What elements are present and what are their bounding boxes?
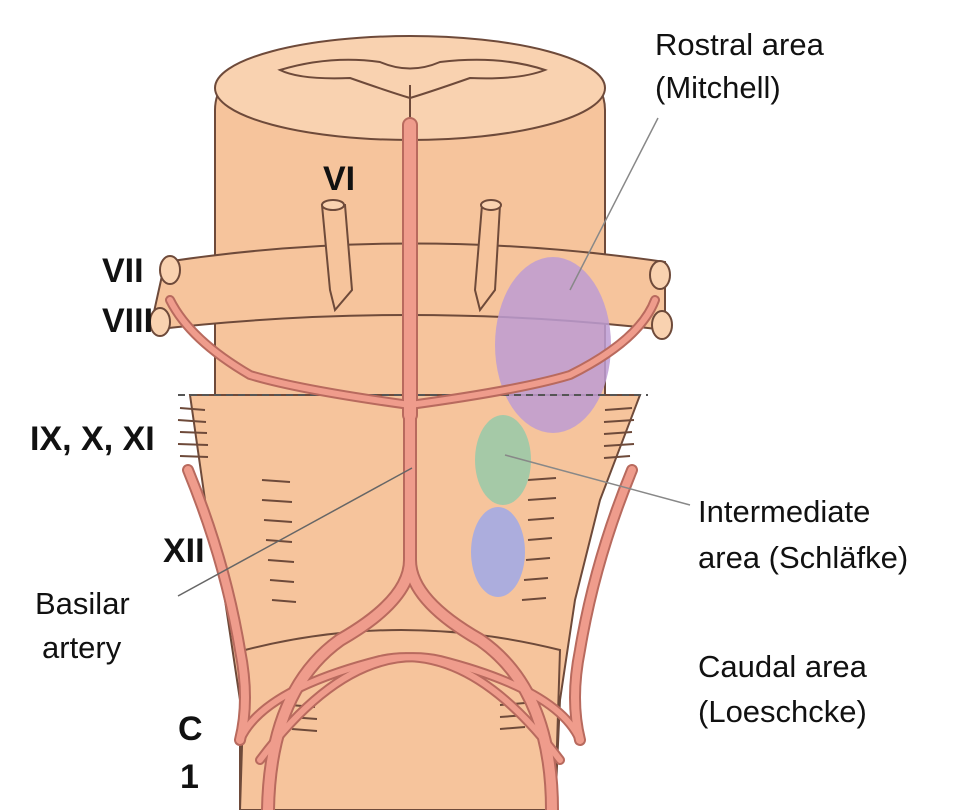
nerve-vii-left-cut <box>159 255 181 285</box>
rostral-area-label-line1: Rostral area <box>655 27 825 62</box>
basilar-artery-label-line1: Basilar <box>35 586 130 621</box>
c1-label-line1: C <box>178 710 203 748</box>
intermediate-area-patch <box>475 415 531 505</box>
leader-basilar <box>177 467 413 597</box>
arteries <box>165 117 660 810</box>
intermediate-area-label-line1: Intermediate <box>698 494 870 529</box>
nerve-label-vii: VII <box>102 252 144 290</box>
nerve-ix-x-xi-left-rootlets <box>177 407 209 458</box>
rostral-area-label-line2: (Mitchell) <box>655 70 781 105</box>
c1-label-line2: 1 <box>180 758 199 796</box>
right-spinal-loop <box>257 654 583 763</box>
left-vertebral-artery <box>263 410 415 810</box>
left-aica <box>167 297 413 408</box>
nerve-label-xii: XII <box>163 532 205 570</box>
caudal-area-label-line2: (Loeschcke) <box>698 694 867 729</box>
nerve-vi-left-cut <box>321 199 345 211</box>
nerve-ix-x-xi-right-rootlets <box>603 407 635 459</box>
right-lateral-artery <box>571 466 636 744</box>
left-lateral-artery <box>184 466 249 744</box>
right-vertebral-artery <box>405 555 557 810</box>
nerve-label-ix-x-xi: IX, X, XI <box>30 420 155 458</box>
leader-rostral <box>569 117 659 291</box>
right-aica <box>407 297 658 408</box>
nerve-label-viii: VIII <box>102 302 153 340</box>
nerve-viii-left-cut <box>149 307 171 337</box>
nerve-vi-right-cut <box>480 199 502 211</box>
nerve-label-vi: VI <box>323 160 355 198</box>
rostral-area-patch <box>495 257 611 433</box>
caudal-area-patch <box>471 507 525 597</box>
caudal-area-label-line1: Caudal area <box>698 649 868 684</box>
nerve-vii-right-cut <box>649 260 671 290</box>
leader-intermediate <box>504 454 691 506</box>
basilar-artery-label-line2: artery <box>42 630 122 665</box>
nerve-viii-right-cut <box>651 310 673 340</box>
nerve-xii-right-rootlets <box>521 477 557 601</box>
intermediate-area-label-line2: area (Schläfke) <box>698 540 908 575</box>
gray-matter <box>277 58 548 100</box>
